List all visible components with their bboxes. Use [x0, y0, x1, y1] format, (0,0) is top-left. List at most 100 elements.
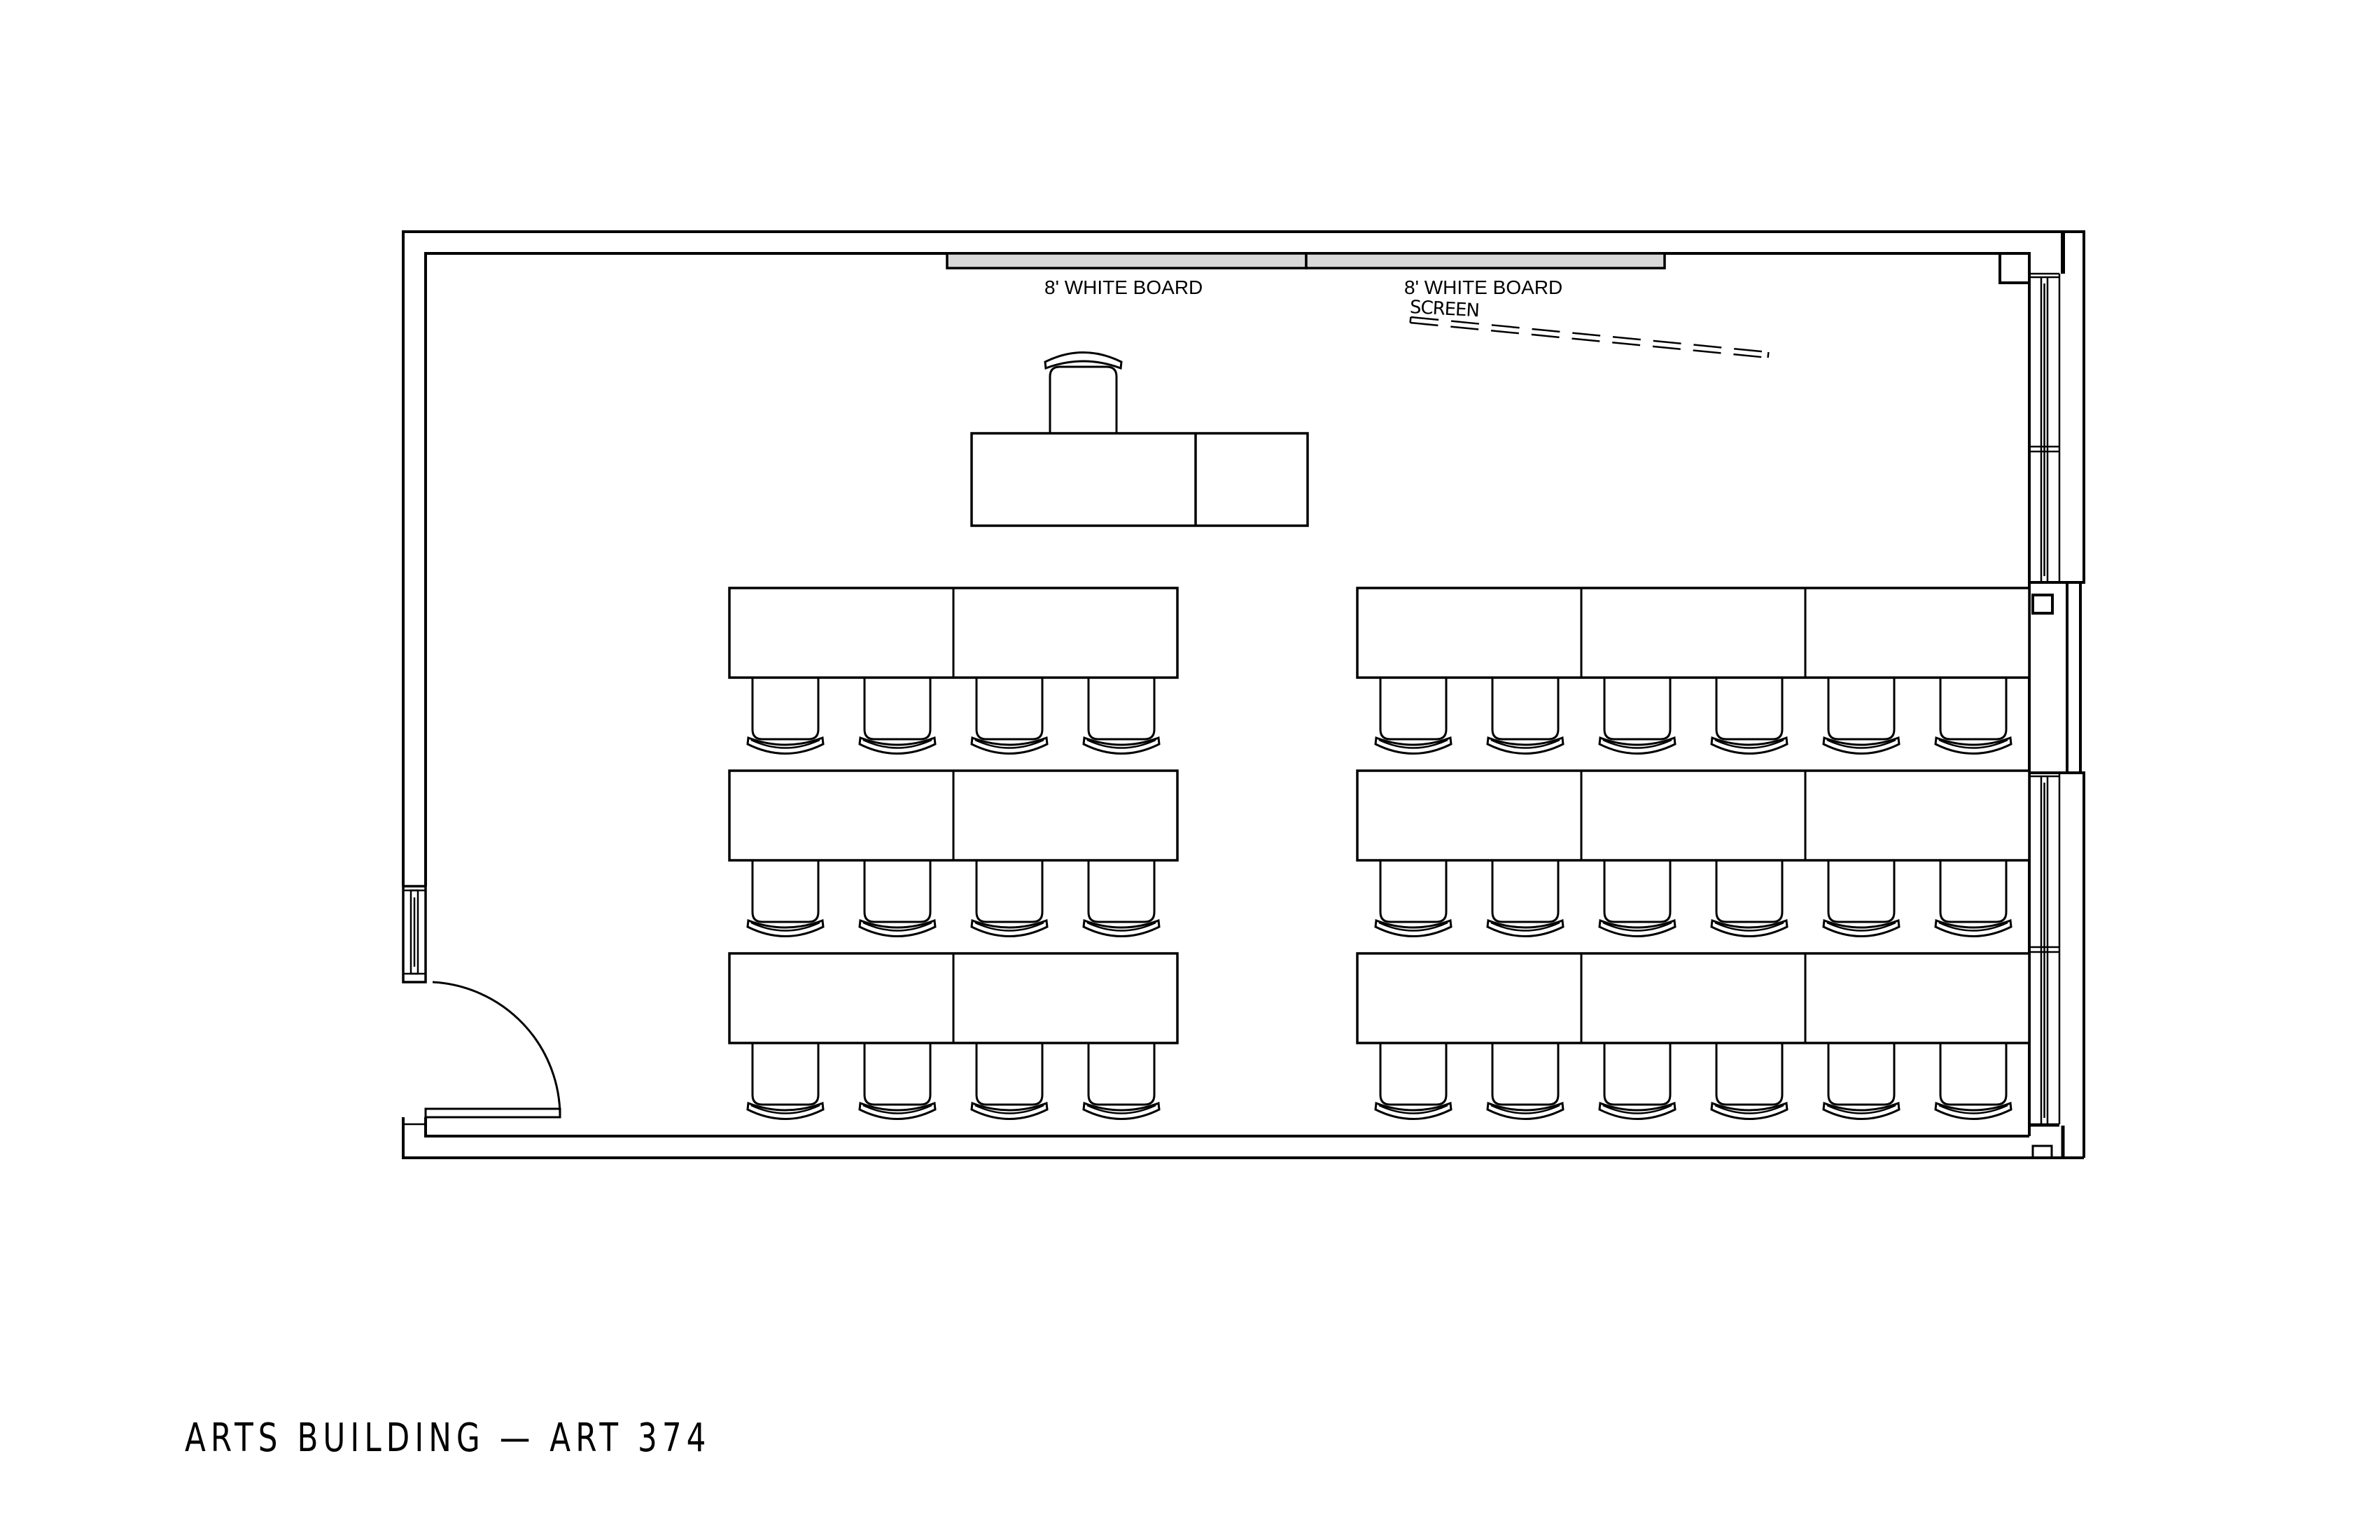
student-chair-seat [1379, 860, 1448, 923]
screen-label: SCREEN [1409, 297, 1480, 322]
student-chair-backrest-inner [1490, 921, 1560, 932]
student-chair-backrest [1374, 1101, 1452, 1120]
whiteboard-1 [946, 252, 1308, 270]
student-chair-seat [863, 1043, 932, 1106]
screen-dash [1693, 349, 1721, 354]
student-chair-backrest [746, 1101, 825, 1120]
right-wall-upper [2029, 230, 2085, 584]
student-chair-backrest-inner [1086, 738, 1156, 749]
whiteboard-2 [1305, 252, 1666, 270]
student-chair-backrest [1934, 918, 2012, 937]
student-chair-seat [863, 678, 932, 741]
student-chair-seat [1603, 1043, 1672, 1106]
student-chair-seat [1491, 860, 1560, 923]
student-chair-seat [1603, 678, 1672, 741]
student-chair-backrest [1082, 918, 1161, 937]
student-chair-seat [751, 1043, 820, 1106]
student-chair-seat [863, 860, 932, 923]
student-chair-backrest-inner [1602, 738, 1672, 749]
screen-dash [1410, 316, 1439, 321]
student-chair-backrest [970, 918, 1049, 937]
student-chair-backrest-inner [750, 738, 820, 749]
student-chair-backrest-inner [862, 921, 932, 932]
student-chair-seat [1379, 1043, 1448, 1106]
student-chair-seat [1603, 860, 1672, 923]
student-chair-backrest [858, 918, 937, 937]
pier-square [2031, 594, 2054, 615]
student-chair-backrest-inner [1938, 921, 2008, 932]
left-window-glass [410, 889, 419, 975]
student-chair-backrest-inner [1086, 921, 1156, 932]
outer-wall-bottom [402, 1117, 2084, 1159]
student-chair-seat [1379, 678, 1448, 741]
student-chair-backrest [746, 736, 825, 755]
student-chair-backrest [1486, 736, 1564, 755]
student-chair-backrest [1934, 1101, 2012, 1120]
student-chair-seat [1939, 1043, 2008, 1106]
screen-dash [1410, 321, 1438, 327]
screen-dash [1612, 336, 1641, 341]
furniture [728, 351, 2031, 1120]
student-chair-backrest-inner [1938, 738, 2008, 749]
screen-dash [1693, 344, 1722, 349]
student-chair-backrest [1598, 1101, 1676, 1120]
student-chair-backrest [1822, 918, 1900, 937]
student-chair-backrest [858, 1101, 937, 1120]
screen-dash [1572, 332, 1601, 337]
student-chair-seat [1715, 860, 1784, 923]
screen-dash [1653, 340, 1681, 345]
whiteboards [946, 252, 1666, 270]
right-wall-lower [2029, 771, 2085, 1158]
student-chair-seat [1939, 860, 2008, 923]
inner-wall-bottom [424, 1117, 2029, 1138]
student-chair-seat [1939, 678, 2008, 741]
student-chair-backrest-inner [974, 738, 1044, 749]
whiteboard-label-2: 8' WHITE BOARD [1404, 276, 1563, 298]
student-chair-backrest-inner [1938, 1104, 2008, 1114]
student-chair-backrest [746, 918, 825, 937]
student-chair-backrest-inner [750, 921, 820, 932]
student-chair-backrest [858, 736, 937, 755]
bottom-column-square [2031, 1144, 2053, 1159]
student-chair-seat [1827, 1043, 1896, 1106]
student-chair-seat [751, 678, 820, 741]
student-chair-backrest [970, 736, 1049, 755]
screen-dash [1572, 337, 1600, 342]
corner-column-square [1998, 252, 2031, 284]
student-chair-backrest [1710, 918, 1788, 937]
student-chair-backrest [1710, 736, 1788, 755]
student-chair-backrest-inner [974, 1104, 1044, 1114]
door [424, 981, 561, 1119]
student-chair-seat [1087, 860, 1156, 923]
student-chair-backrest [1598, 736, 1676, 755]
plan-title: ARTS BUILDING — ART 374 [185, 1415, 711, 1461]
student-chair-backrest-inner [1602, 921, 1672, 932]
student-chair-backrest-inner [1714, 1104, 1784, 1114]
student-chair-backrest [1082, 736, 1161, 755]
student-chair-seat [1827, 678, 1896, 741]
student-chair-backrest-inner [1826, 1104, 1896, 1114]
screen-dash [1450, 320, 1480, 325]
student-chair-backrest-inner [1714, 738, 1784, 749]
screen-dash [1733, 353, 1762, 358]
student-chair-backrest-inner [1378, 1104, 1448, 1114]
student-chair-seat [1715, 1043, 1784, 1106]
student-chair-backrest-inner [1378, 738, 1448, 749]
door-swing-arc [432, 981, 561, 1118]
student-chair-backrest-inner [1490, 1104, 1560, 1114]
student-chair-seat [1715, 678, 1784, 741]
student-chair-backrest [1934, 736, 2012, 755]
student-chair-backrest [1486, 1101, 1564, 1120]
student-chair-seat [1491, 1043, 1560, 1106]
student-chair-backrest [970, 1101, 1049, 1120]
right-table-row-1 [1356, 587, 2031, 679]
student-chair-seat [1087, 1043, 1156, 1106]
student-chair-backrest [1374, 918, 1452, 937]
student-chair-backrest [1374, 736, 1452, 755]
screen-dash [1652, 345, 1681, 351]
student-chair-backrest [1822, 736, 1900, 755]
student-chair-backrest-inner [1602, 1104, 1672, 1114]
student-chair-backrest [1082, 1101, 1161, 1120]
screen-dash [1531, 333, 1560, 339]
screen-dash [1450, 326, 1479, 330]
